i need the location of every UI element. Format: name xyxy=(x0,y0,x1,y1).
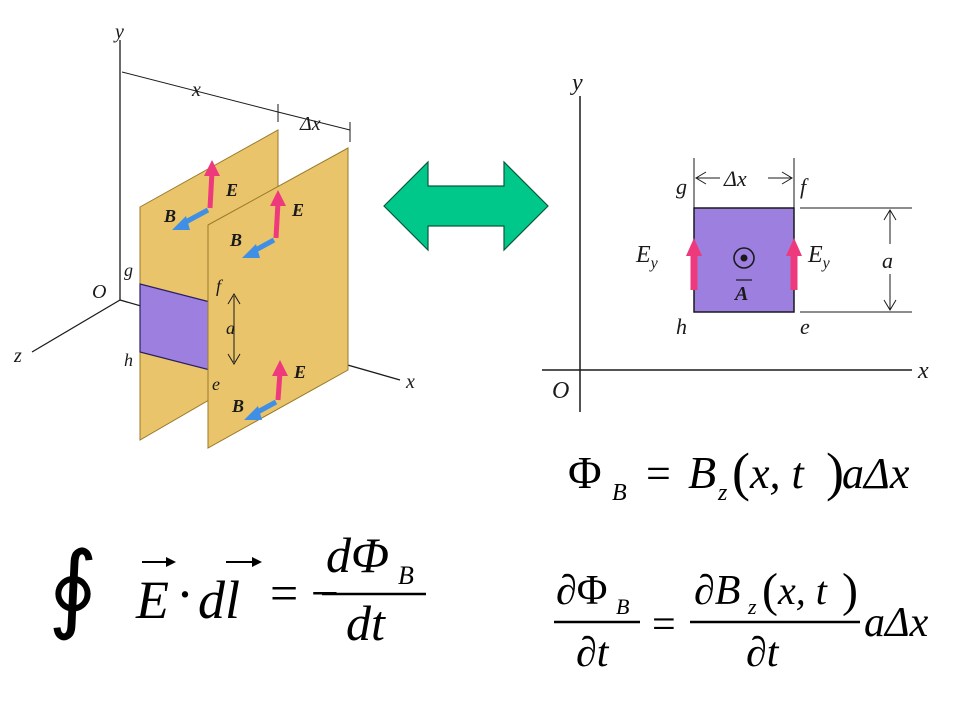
left-front-E-arrow-2 xyxy=(275,371,283,401)
deriv-rhs-paren-open: ( xyxy=(762,564,778,617)
right-label-A: A xyxy=(733,283,748,305)
right-point-f: f xyxy=(800,174,809,199)
left-label-dim-x: x xyxy=(191,79,201,101)
left-back-B-arrowhead xyxy=(172,216,190,230)
deriv-rhs-paren-close: ) xyxy=(842,564,858,617)
left-front-B-arrowhead-2 xyxy=(244,406,262,420)
left-dim-dx-line xyxy=(277,111,351,131)
left-front-E-arrowhead-2 xyxy=(272,360,288,376)
left-point-e: e xyxy=(212,374,220,394)
equation-flux: Φ B = B z ( x, t ) aΔx xyxy=(568,442,910,506)
deriv-rhs-args: x, t xyxy=(777,568,828,613)
flux-paren-open: ( xyxy=(732,442,750,502)
right-area-dot xyxy=(740,254,748,262)
faraday-num: dΦ xyxy=(326,527,389,583)
right-label-dx: Δx xyxy=(723,166,747,191)
left-front-sheet xyxy=(207,147,349,449)
left-point-f: f xyxy=(216,276,224,296)
left-dim-a-arrow-top xyxy=(227,293,241,305)
faraday-E-vec-head xyxy=(166,557,176,567)
left-dim-x-line xyxy=(121,71,279,113)
deriv-tail: aΔx xyxy=(864,600,929,646)
deriv-lhs-num: ∂Φ xyxy=(556,568,607,614)
right-point-e: e xyxy=(800,314,810,339)
left-front-E-arrow-1 xyxy=(273,201,281,239)
left-front-B-arrowhead-1 xyxy=(242,244,260,258)
faraday-num-sub: B xyxy=(398,561,414,590)
flux-B: B xyxy=(688,447,716,498)
right-point-h: h xyxy=(676,314,687,339)
flux-phi-sub: B xyxy=(612,480,627,506)
left-front-label-B-1: B xyxy=(229,230,242,250)
deriv-rhs-num-sub: z xyxy=(747,594,757,619)
right-a-arrow-top xyxy=(883,209,897,221)
faraday-dl: dl xyxy=(198,570,240,630)
right-area-dot-ring xyxy=(733,247,755,269)
faraday-E: E xyxy=(135,570,169,630)
left-label-dim-a: a xyxy=(226,318,235,338)
left-front-label-B-2: B xyxy=(231,396,244,416)
right-label-Ey-left: Ey xyxy=(635,242,659,272)
right-diagram: y x O Δx a g f h e Ey Ey xyxy=(542,70,929,412)
left-dim-a-arrow-bottom xyxy=(227,353,241,365)
left-front-label-E-2: E xyxy=(293,362,306,382)
deriv-equals: = xyxy=(652,602,676,648)
right-label-a: a xyxy=(882,248,893,273)
right-dx-arrow-left xyxy=(695,171,707,185)
right-point-g: g xyxy=(676,174,687,199)
left-front-E-arrowhead-1 xyxy=(270,190,286,206)
deriv-rhs-den: ∂t xyxy=(746,630,780,676)
left-label-dim-dx: Δx xyxy=(299,113,321,135)
left-back-label-E: E xyxy=(225,180,238,200)
flux-phi: Φ xyxy=(568,447,602,498)
equation-derivative: ∂Φ B ∂t = ∂B z ( x, t ) ∂t aΔx xyxy=(554,564,929,676)
left-label-origin: O xyxy=(92,281,106,303)
faraday-integral: ∮ xyxy=(48,534,98,641)
right-dx-arrow-right xyxy=(781,171,793,185)
left-front-label-E-1: E xyxy=(291,200,304,220)
left-label-x-axis: x xyxy=(405,371,415,393)
flux-tail: aΔx xyxy=(842,449,910,498)
right-label-x: x xyxy=(917,358,929,384)
flux-B-sub: z xyxy=(717,480,728,506)
right-Ey-left-arrowhead xyxy=(686,238,702,256)
right-label-y: y xyxy=(570,70,583,96)
left-back-E-arrow xyxy=(207,171,215,209)
left-z-axis xyxy=(31,299,121,353)
left-diagram: y x z O x Δx g f h e a E B xyxy=(13,21,415,449)
left-label-y: y xyxy=(113,21,124,43)
flux-equals: = xyxy=(646,449,671,498)
left-point-h: h xyxy=(124,350,133,370)
left-label-z: z xyxy=(13,345,22,367)
double-arrow-icon xyxy=(383,160,549,252)
deriv-lhs-num-sub: B xyxy=(616,594,629,619)
equation-faraday: ∮ E · dl = − dΦ B dt xyxy=(48,527,426,651)
right-label-Ey-right: Ey xyxy=(807,242,831,272)
left-back-E-arrowhead xyxy=(204,160,220,176)
deriv-lhs-den: ∂t xyxy=(576,630,610,676)
faraday-dl-vec-head xyxy=(252,557,262,567)
deriv-rhs-num: ∂B xyxy=(694,568,740,614)
flux-args: x, t xyxy=(749,449,806,498)
left-point-g: g xyxy=(124,260,133,280)
flux-paren-close: ) xyxy=(826,442,844,502)
left-back-label-B: B xyxy=(163,206,176,226)
right-label-origin: O xyxy=(552,378,569,404)
right-Ey-right-arrowhead xyxy=(786,238,802,256)
faraday-dot: · xyxy=(176,564,194,624)
right-a-arrow-bottom xyxy=(883,299,897,311)
faraday-den: dt xyxy=(346,595,386,651)
